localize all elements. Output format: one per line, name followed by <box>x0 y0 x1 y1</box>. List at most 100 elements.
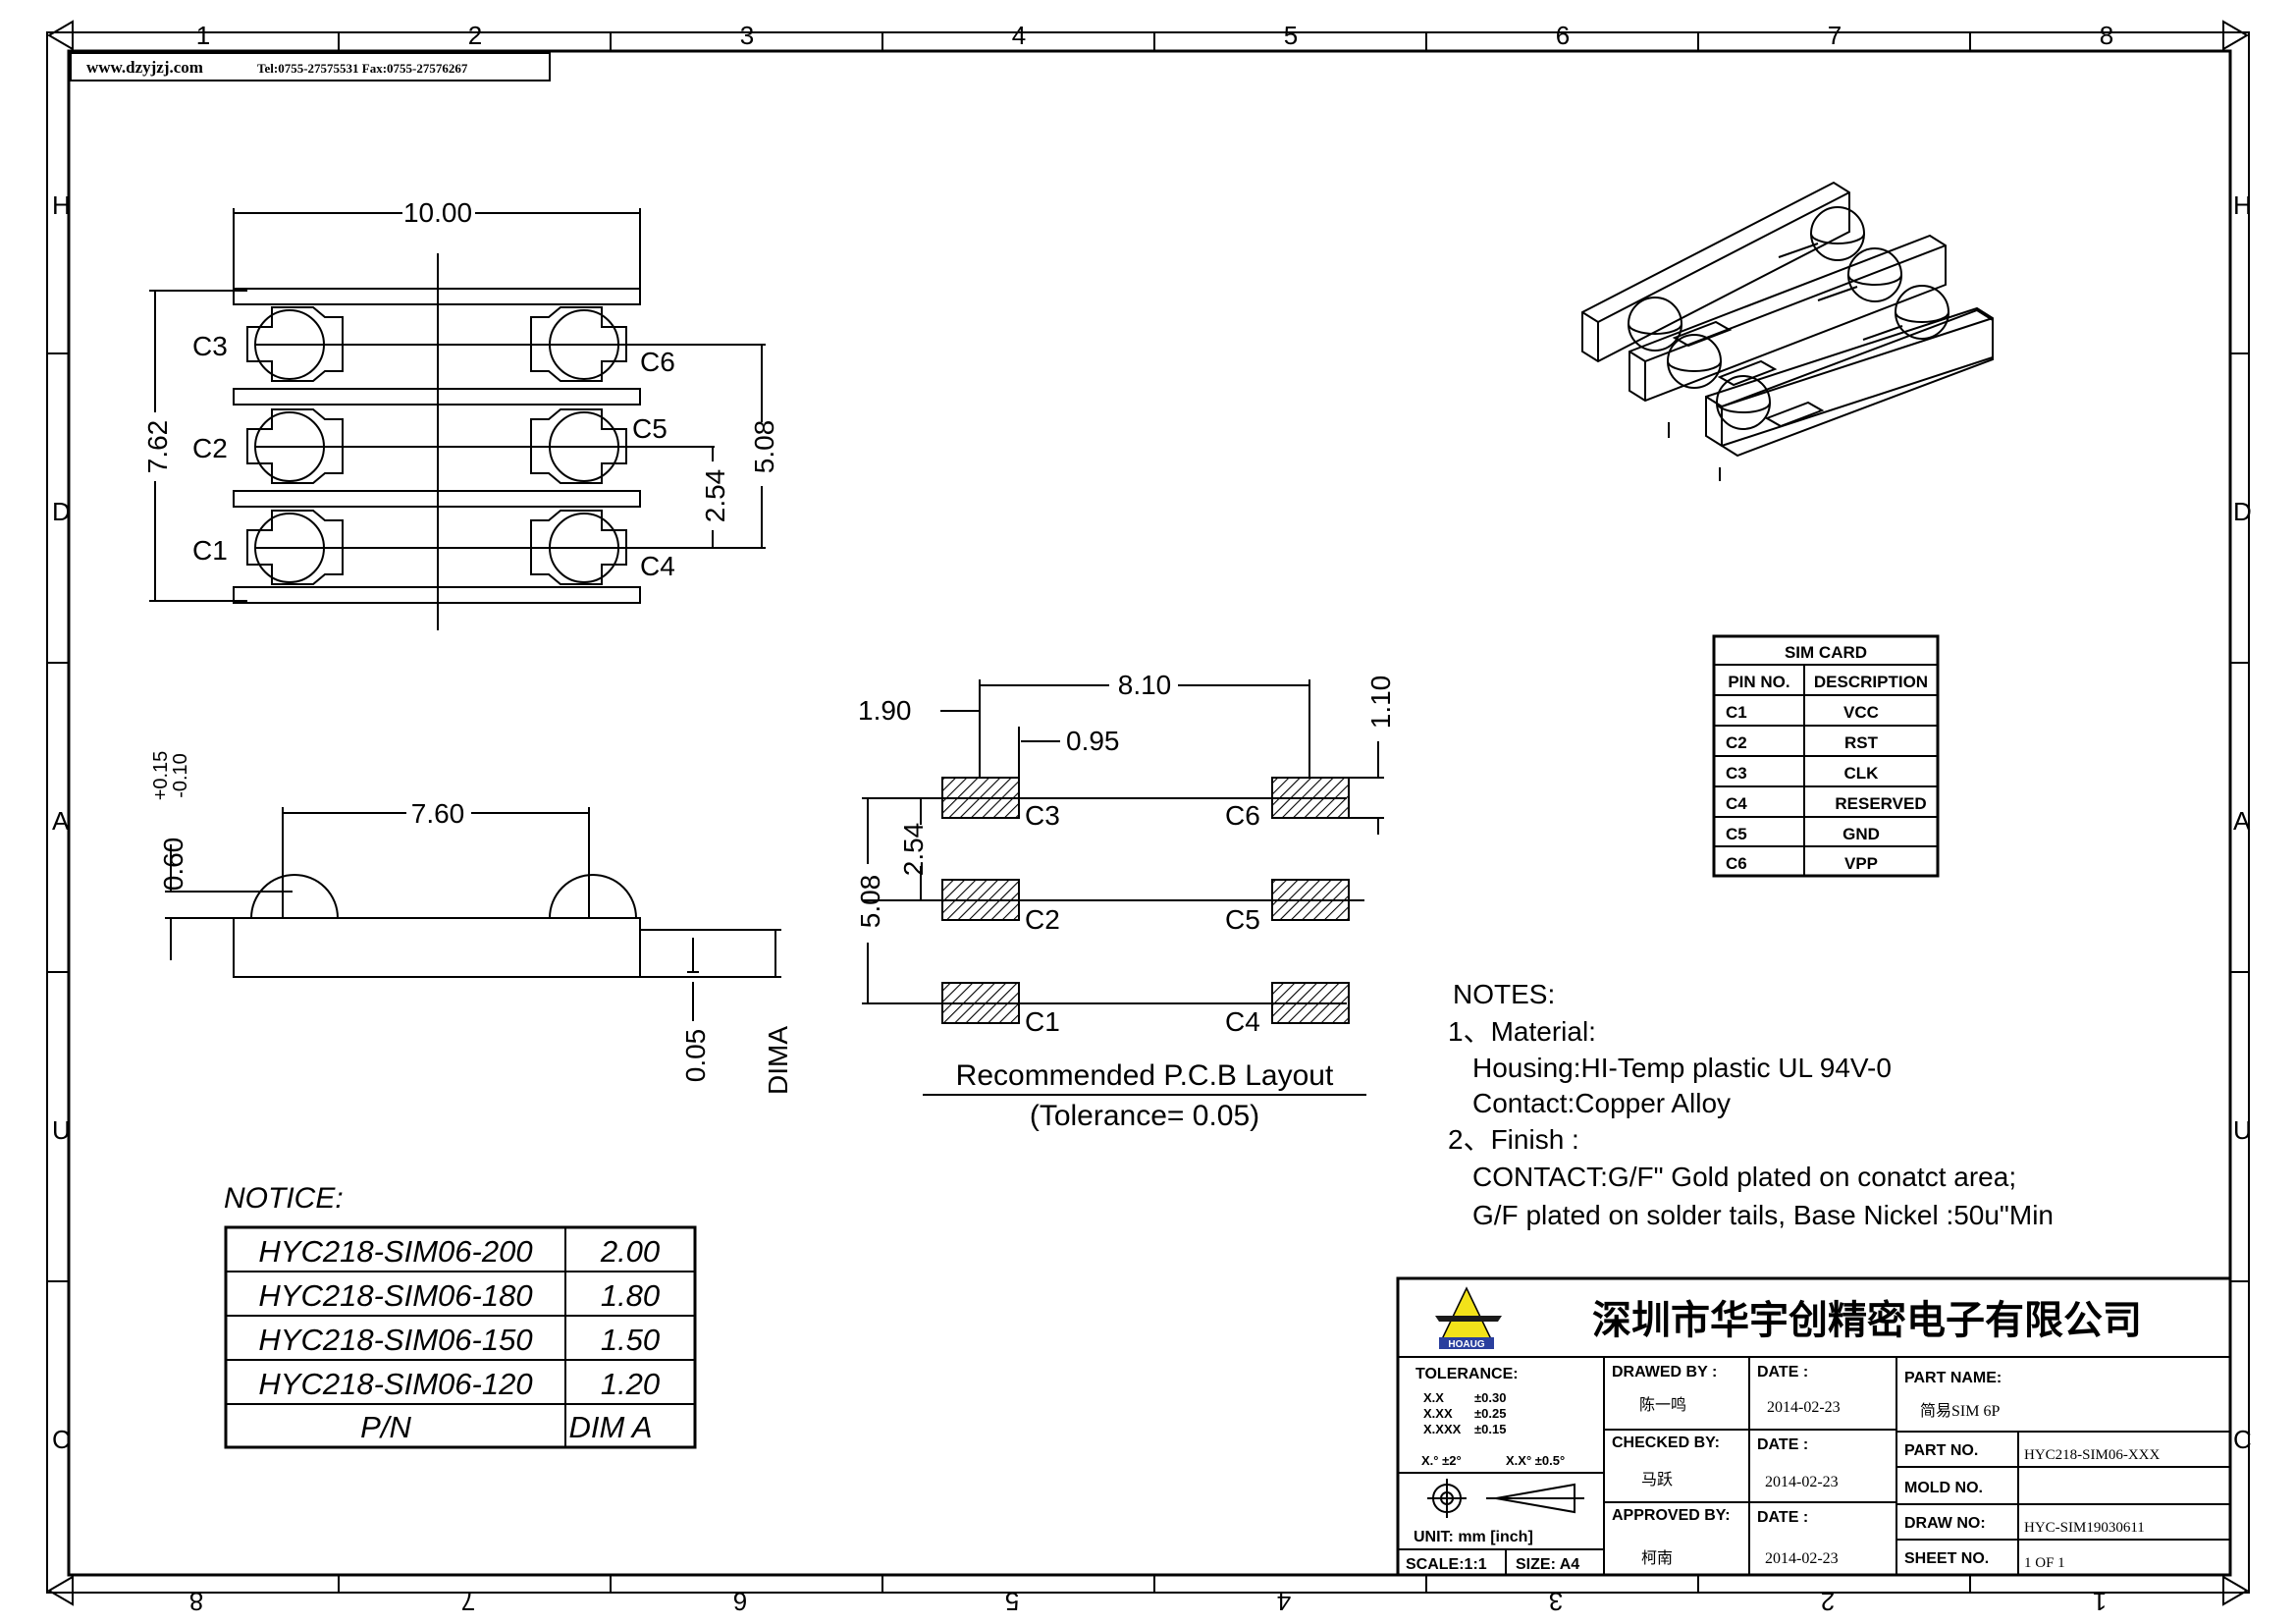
sim-table-cell: C5 <box>1726 825 1747 843</box>
notes-line: CONTACT:G/F" Gold plated on conatct area… <box>1472 1162 2016 1192</box>
notes-line: 2、Finish : <box>1448 1124 1579 1155</box>
notice-footer: DIM A <box>569 1410 653 1444</box>
tolerance-label: TOLERANCE: <box>1415 1366 1519 1382</box>
dim-gap: 0.95 <box>1066 726 1120 756</box>
sim-table-header: DESCRIPTION <box>1814 673 1928 691</box>
mold-no-label: MOLD NO. <box>1904 1480 1983 1496</box>
date-label: DATE : <box>1757 1364 1808 1380</box>
pin-label: C4 <box>1225 1006 1260 1037</box>
sim-table-cell: CLK <box>1844 764 1880 783</box>
zone-labels-right: H D A U C <box>2233 190 2252 1454</box>
corner-triangle-icon <box>47 1575 74 1606</box>
tol-format: X.X <box>1423 1390 1444 1405</box>
notice-pn: HYC218-SIM06-150 <box>258 1323 532 1357</box>
notes-line: G/F plated on solder tails, Base Nickel … <box>1472 1200 2054 1230</box>
zone-row-label: U <box>2233 1115 2252 1145</box>
zone-row-label: A <box>2233 806 2251 836</box>
zone-col-label: 7 <box>461 1587 475 1616</box>
zone-col-label: 4 <box>1012 21 1026 50</box>
notice-dim: 1.20 <box>601 1367 660 1401</box>
zone-row-label: D <box>52 497 71 526</box>
pin-label: C6 <box>640 347 675 377</box>
notes-line: Housing:HI-Temp plastic UL 94V-0 <box>1472 1053 1892 1083</box>
angle-tol: X.° ±2° <box>1421 1453 1462 1468</box>
notes-line: Contact:Copper Alloy <box>1472 1088 1731 1118</box>
date-label: DATE : <box>1757 1509 1808 1526</box>
sim-table-cell: RESERVED <box>1835 794 1926 813</box>
corner-triangle-icon <box>2222 20 2249 51</box>
zone-col-label: 2 <box>468 21 482 50</box>
zone-col-label: 1 <box>2093 1587 2107 1616</box>
checked-by-label: CHECKED BY: <box>1612 1435 1720 1451</box>
dim-pitch: 2.54 <box>898 823 929 877</box>
part-no-label: PART NO. <box>1904 1442 1978 1459</box>
dim-height: 7.62 <box>142 420 173 474</box>
sheet-no-value: 1 OF 1 <box>2024 1555 2065 1571</box>
notice-table: NOTICE: HYC218-SIM06-200 2.00 HYC218-SIM… <box>224 1182 697 1449</box>
pcb-layout: 8.10 1.90 0.95 1.10 5.08 2.54 C3 C2 C1 C… <box>855 670 1396 1132</box>
part-name-value: 简易SIM 6P <box>1920 1402 2000 1420</box>
zone-col-label: 5 <box>1005 1587 1019 1616</box>
title-block: HOAUG 深圳市华宇创精密电子有限公司 TOLERANCE: X.X ±0.3… <box>1396 1276 2232 1577</box>
zone-row-label: D <box>2233 497 2252 526</box>
zone-row-label: H <box>52 190 71 220</box>
corner-triangle-icon <box>2222 1575 2249 1606</box>
zone-col-label: 8 <box>2100 21 2113 50</box>
isometric-view <box>1581 181 1994 481</box>
zone-col-label: 1 <box>196 21 210 50</box>
notice-dim: 2.00 <box>600 1234 660 1269</box>
dim-width: 10.00 <box>403 197 472 228</box>
tol-value: ±0.25 <box>1474 1406 1506 1421</box>
zone-row-label: U <box>52 1115 71 1145</box>
zone-col-label: 5 <box>1284 21 1298 50</box>
zone-row-label: C <box>2233 1425 2252 1454</box>
sim-table-cell: C1 <box>1726 703 1747 722</box>
zone-col-label: 6 <box>733 1587 747 1616</box>
zone-col-label: 3 <box>740 21 754 50</box>
size-text: SIZE: A4 <box>1516 1556 1579 1573</box>
dim-height: 0.60 <box>158 838 188 892</box>
sim-table-cell: C4 <box>1726 794 1747 813</box>
notice-pn: HYC218-SIM06-180 <box>258 1278 532 1313</box>
sim-table-cell: RST <box>1844 733 1879 752</box>
dim-span: 5.08 <box>749 420 779 474</box>
tol-format: X.XXX <box>1423 1422 1462 1436</box>
pin-label: C1 <box>1025 1006 1060 1037</box>
dim-tol-plus: +0.15 <box>150 751 172 801</box>
pin-label: C2 <box>1025 904 1060 935</box>
tol-value: ±0.15 <box>1474 1422 1506 1436</box>
pin-label: C5 <box>1225 904 1260 935</box>
zone-col-label: 6 <box>1556 21 1570 50</box>
drawn-date: 2014-02-23 <box>1767 1399 1841 1416</box>
notice-footer: P/N <box>360 1410 411 1444</box>
part-name-label: PART NAME: <box>1904 1370 2002 1386</box>
pin-label: C4 <box>640 551 675 581</box>
notice-dim: 1.80 <box>601 1278 660 1313</box>
notice-pn: HYC218-SIM06-120 <box>258 1367 532 1401</box>
zone-col-label: 7 <box>1828 21 1842 50</box>
company-logo: HOAUG <box>1435 1286 1502 1350</box>
notice-title: NOTICE: <box>224 1182 344 1215</box>
website-text: www.dzyjzj.com <box>86 58 203 77</box>
sim-card-table: SIM CARD PIN NO. DESCRIPTION C1 VCC C2 R… <box>1712 634 1940 878</box>
sim-table-cell: C6 <box>1726 854 1747 873</box>
checked-date: 2014-02-23 <box>1765 1474 1839 1490</box>
sim-table-cell: GND <box>1842 825 1880 843</box>
logo-text: HOAUG <box>1448 1339 1484 1350</box>
approved-by-name: 柯南 <box>1641 1549 1673 1567</box>
scale-text: SCALE:1:1 <box>1406 1556 1487 1573</box>
draw-no-label: DRAW NO: <box>1904 1515 1986 1532</box>
zone-col-label: 8 <box>189 1587 203 1616</box>
dim-tol-minus: -0.10 <box>170 753 191 798</box>
sim-table-cell: C2 <box>1726 733 1747 752</box>
sim-table-title: SIM CARD <box>1785 643 1867 662</box>
dim-span: 5.08 <box>855 875 885 929</box>
zone-col-label: 2 <box>1821 1587 1835 1616</box>
zone-row-label: C <box>52 1425 71 1454</box>
part-no-value: HYC218-SIM06-XXX <box>2024 1447 2161 1463</box>
sheet-no-label: SHEET NO. <box>1904 1550 1989 1567</box>
projection-symbol-icon <box>1427 1479 1584 1518</box>
zone-row-label: A <box>52 806 70 836</box>
unit-text: UNIT: mm [inch] <box>1414 1529 1533 1545</box>
zone-labels-top: 1 2 3 4 5 6 7 8 <box>196 21 2113 50</box>
